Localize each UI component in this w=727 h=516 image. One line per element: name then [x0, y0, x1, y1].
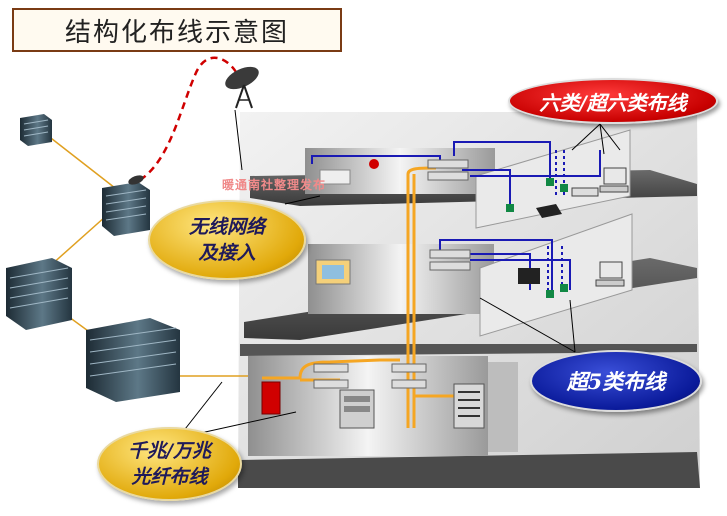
satellite-dish-icon — [225, 66, 259, 109]
wireless-ap-icon — [369, 159, 379, 169]
wireless-label-line2: 及接入 — [198, 242, 256, 264]
printer-icon — [518, 268, 540, 284]
wall-outlet-icon — [319, 169, 351, 185]
telephone-icon — [536, 204, 562, 218]
building-icon-small-2 — [102, 175, 150, 236]
fiber-cabling-label: 千兆/万兆 光纤布线 — [97, 427, 242, 501]
building-icon-small-1 — [20, 114, 52, 146]
patch-panel-icon — [313, 159, 471, 389]
building-icon-medium — [6, 258, 72, 330]
computer-icon — [571, 167, 629, 287]
fiber-cabinet-icon — [261, 381, 281, 415]
watermark-text: 暖通南社整理发布 — [222, 178, 327, 192]
outlet-green-icon — [506, 178, 568, 298]
wireless-access-label: 无线网络 及接入 — [148, 200, 306, 280]
fiber-label-line1: 千兆/万兆 — [128, 440, 211, 462]
cat6-cabling-label: 六类/超六类布线 — [508, 78, 718, 124]
page-title: 结构化布线示意图 — [12, 8, 342, 52]
wireless-label-line1: 无线网络 — [188, 216, 265, 238]
building-icon-large — [86, 318, 180, 402]
server-rack-icon — [339, 383, 485, 429]
fiber-label-line2: 光纤布线 — [131, 466, 208, 488]
framed-picture-icon — [315, 259, 351, 285]
wireless-link-path — [139, 56, 238, 182]
cat5e-cabling-label: 超5类布线 — [530, 350, 702, 412]
